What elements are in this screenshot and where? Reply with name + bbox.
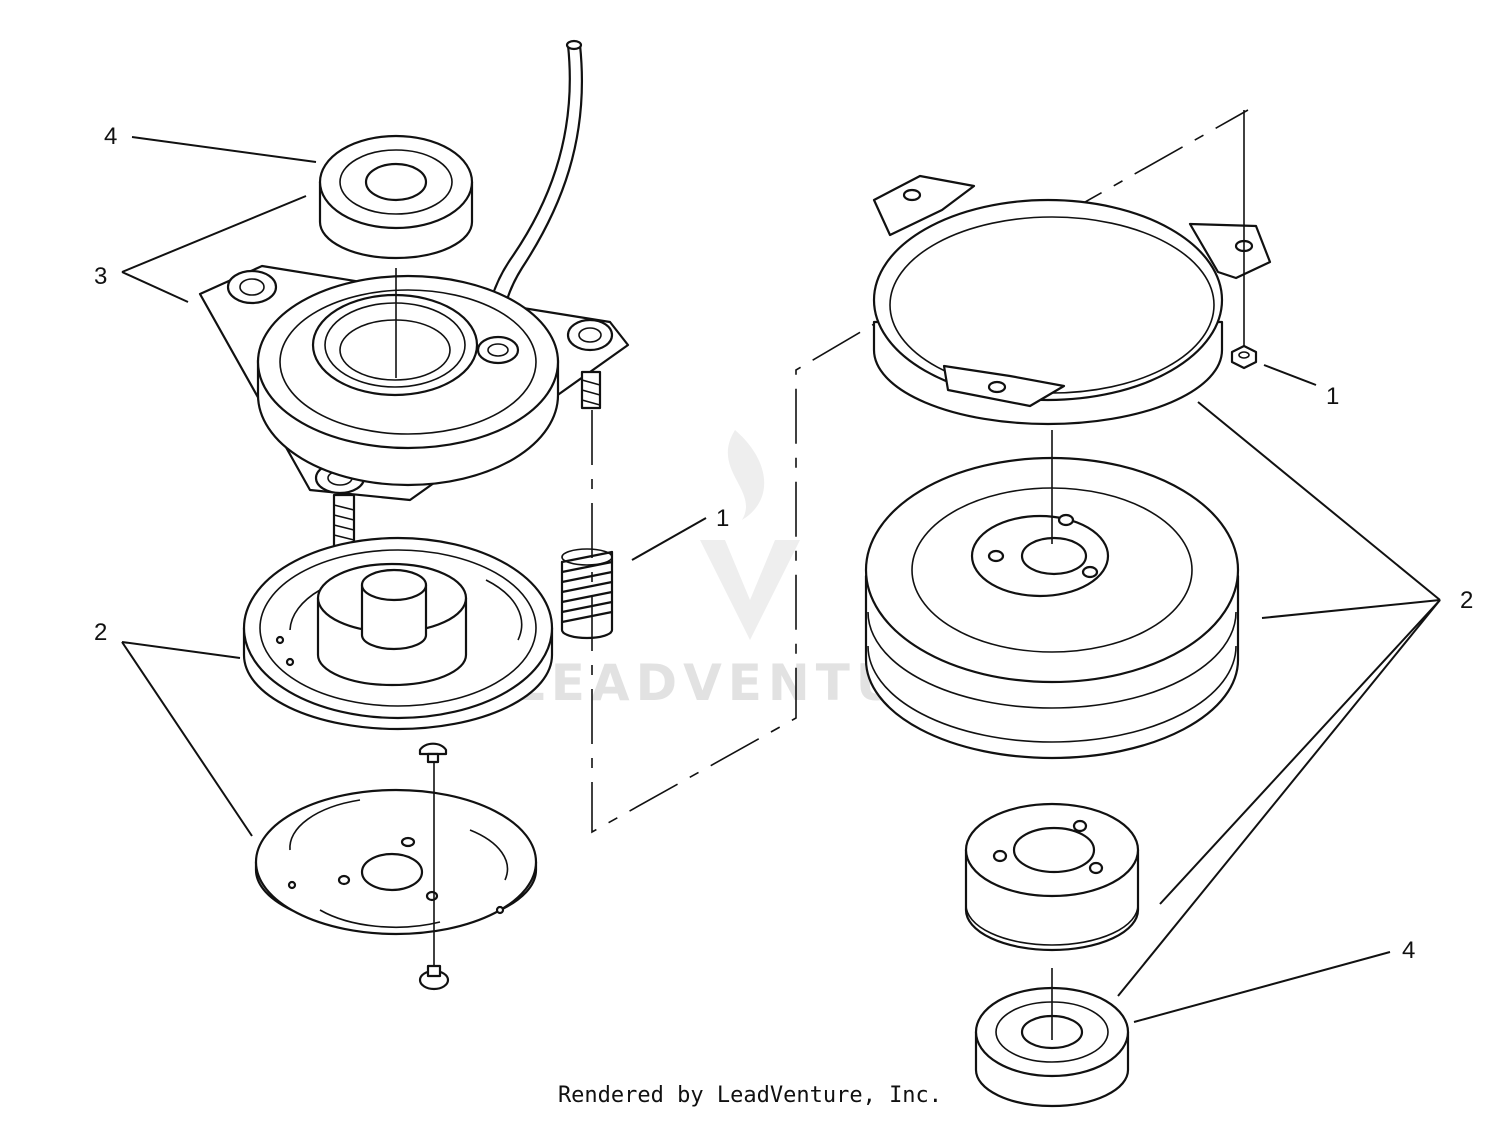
callout-left-4: 4 — [104, 123, 117, 150]
callout-left-3: 3 — [94, 263, 107, 290]
stud-right — [580, 370, 602, 410]
callout-labels: 4 3 2 1 1 2 4 — [94, 123, 1473, 964]
footer-credit: Rendered by LeadVenture, Inc. — [557, 1083, 943, 1108]
callout-right-1: 1 — [1326, 383, 1339, 410]
callout-mid-1: 1 — [716, 505, 729, 532]
callout-right-2: 2 — [1460, 587, 1473, 614]
rivet-bottom — [418, 964, 450, 991]
stud-left — [332, 493, 356, 552]
callout-left-2: 2 — [94, 619, 107, 646]
leader-lines — [121, 136, 1441, 1023]
pulley — [864, 456, 1240, 760]
spring — [560, 548, 614, 640]
hub — [964, 802, 1140, 952]
brake-ring — [872, 174, 1272, 426]
armature-plate — [254, 788, 538, 936]
nut — [1230, 344, 1258, 370]
bearing-left-top — [318, 134, 474, 260]
rivet-top — [418, 742, 448, 764]
rotor-housing — [242, 536, 554, 731]
field-coil-plate — [198, 264, 630, 502]
callout-right-4: 4 — [1402, 937, 1415, 964]
